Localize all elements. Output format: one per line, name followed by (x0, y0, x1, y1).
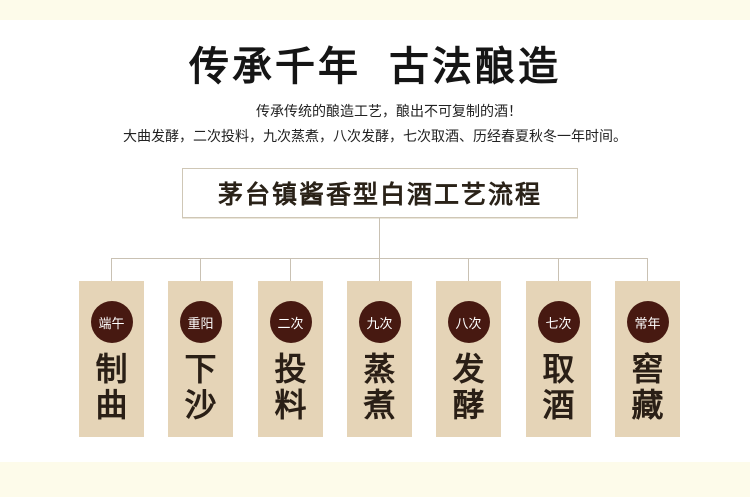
step-card: 端午 制曲 (79, 281, 144, 437)
step-card: 重阳 下沙 (168, 281, 233, 437)
step-card: 八次 发酵 (436, 281, 501, 437)
subtitle-line2: 大曲发酵，二次投料，九次蒸煮，八次发酵，七次取酒、历经春夏秋冬一年时间。 (123, 129, 627, 145)
step-badge: 重阳 (179, 301, 222, 343)
step-label: 发酵 (452, 350, 485, 424)
subtitle-line1: 传承传统的酿造工艺，酿出不可复制的酒！ (256, 104, 522, 120)
headline-part2: 古法酿造 (389, 43, 561, 90)
connector-drop (379, 258, 380, 281)
step-card: 七次 取酒 (526, 281, 591, 437)
headline: 传承千年古法酿造 (0, 34, 750, 92)
connector-drop (558, 258, 559, 281)
step-badge: 常年 (626, 301, 669, 343)
connector-drop (468, 258, 469, 281)
step-label: 取酒 (542, 350, 575, 424)
headline-part1: 传承千年 (189, 43, 361, 90)
step-card: 九次 蒸煮 (347, 281, 412, 437)
bottom-band (0, 462, 750, 497)
process-title: 茅台镇酱香型白酒工艺流程 (217, 180, 542, 209)
step-card: 常年 窖藏 (615, 281, 680, 437)
step-badge: 端午 (90, 301, 133, 343)
step-badge: 七次 (537, 301, 580, 343)
connector-drop (647, 258, 648, 281)
step-label: 下沙 (184, 350, 217, 424)
step-label: 制曲 (95, 350, 128, 424)
step-label: 蒸煮 (363, 350, 396, 424)
connector-drop (111, 258, 112, 281)
top-band (0, 0, 750, 20)
step-badge: 二次 (269, 301, 312, 343)
step-card: 二次 投料 (258, 281, 323, 437)
process-title-box: 茅台镇酱香型白酒工艺流程 (182, 168, 578, 218)
connector-trunk (379, 218, 380, 258)
step-badge: 九次 (358, 301, 401, 343)
connector-drop (200, 258, 201, 281)
step-label: 投料 (274, 350, 307, 424)
connector-drop (290, 258, 291, 281)
step-badge: 八次 (447, 301, 490, 343)
step-label: 窖藏 (631, 350, 664, 424)
